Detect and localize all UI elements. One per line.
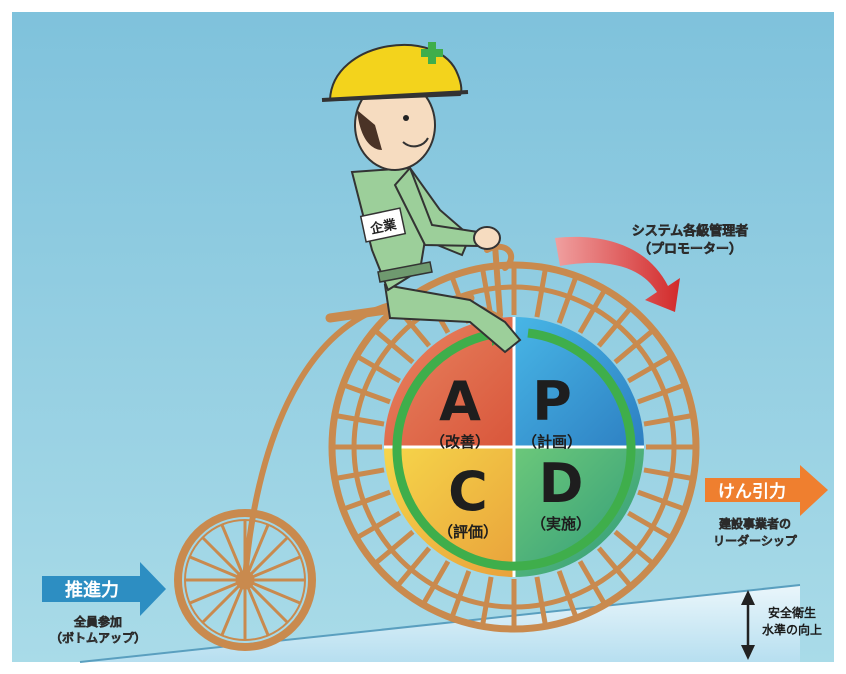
kenin-badge-text: けん引力 bbox=[718, 481, 786, 502]
promoter-label-2: （プロモーター） bbox=[638, 241, 742, 257]
wheel-spoke bbox=[613, 329, 654, 365]
armband-text: 企業 bbox=[368, 216, 399, 237]
safety-label-1: 安全衛生 bbox=[768, 605, 816, 620]
rider: 企業 bbox=[321, 42, 522, 354]
rider-hand bbox=[473, 226, 501, 250]
wheel-spoke bbox=[396, 546, 432, 587]
pdca-p-letter: P bbox=[532, 370, 572, 433]
wheel-spoke bbox=[374, 529, 415, 565]
armband bbox=[359, 207, 407, 243]
wheel-spoke bbox=[556, 570, 578, 617]
wheel-spoke bbox=[480, 269, 494, 318]
wheel-spoke bbox=[577, 289, 607, 334]
wheel-spoke bbox=[336, 467, 385, 481]
wheel-spoke bbox=[627, 510, 672, 540]
pdca-d-label: （実施） bbox=[531, 515, 591, 533]
wheel-spoke bbox=[336, 413, 385, 427]
rider-mouth bbox=[402, 137, 429, 148]
wheel-spoke bbox=[643, 413, 692, 427]
promoter-label-1: システム各級管理者 bbox=[632, 223, 749, 239]
wheel-spoke bbox=[421, 560, 451, 605]
rider-legs bbox=[383, 283, 522, 354]
rider-belt bbox=[377, 261, 433, 283]
quadrant-c bbox=[384, 447, 514, 577]
wheel-spoke bbox=[344, 489, 391, 511]
wheel-spoke bbox=[637, 383, 684, 405]
wheel-spoke bbox=[534, 576, 548, 625]
promoter-arrow bbox=[555, 236, 680, 312]
wheel-spoke bbox=[356, 354, 401, 384]
wheel-spoke bbox=[480, 576, 494, 625]
wheel-spoke bbox=[450, 570, 472, 617]
safety-label-2: 水準の向上 bbox=[762, 622, 822, 637]
quadrant-p bbox=[514, 317, 644, 447]
pdca-d-letter: D bbox=[539, 452, 584, 515]
suishin-label-2: （ボトムアップ） bbox=[50, 630, 146, 645]
wheel-spoke bbox=[356, 510, 401, 540]
wheel-spoke bbox=[556, 277, 578, 324]
wheel-spoke bbox=[577, 560, 607, 605]
rider-torso bbox=[350, 166, 472, 292]
large-wheel bbox=[328, 261, 700, 633]
kenin-label-1: 建設事業者の bbox=[718, 516, 791, 531]
suishin-label-1: 全員参加 bbox=[73, 614, 122, 629]
quadrant-a bbox=[384, 317, 514, 447]
cycle-arrow bbox=[392, 328, 636, 571]
safety-level-arrow bbox=[741, 590, 755, 660]
wheel-spoke bbox=[596, 307, 632, 348]
helmet-cross bbox=[421, 42, 443, 64]
wheel-spoke bbox=[643, 467, 692, 481]
suishin-badge: 推進力 bbox=[42, 562, 166, 616]
suishin-badge-text: 推進力 bbox=[65, 579, 119, 601]
wheel-spoke bbox=[596, 546, 632, 587]
pdca-a-letter: A bbox=[439, 370, 481, 433]
wheel-spoke bbox=[627, 354, 672, 384]
wheel-spoke bbox=[344, 383, 391, 405]
kenin-badge: けん引力 bbox=[705, 465, 828, 516]
quadrant-d bbox=[514, 447, 644, 577]
rider-eye bbox=[403, 115, 409, 121]
helmet-brim bbox=[321, 90, 469, 102]
slope-edge bbox=[79, 584, 801, 663]
pdca-cycle: A （改善） P （計画） C （評価） D （実施） bbox=[384, 317, 644, 577]
wheel-spoke bbox=[637, 489, 684, 511]
pdca-c-letter: C bbox=[448, 460, 488, 523]
wheel-spoke bbox=[374, 329, 415, 365]
pdca-c-label: （評価） bbox=[438, 523, 498, 541]
rider-hair bbox=[357, 110, 382, 150]
kenin-label-2: リーダーシップ bbox=[713, 533, 798, 548]
wheel-spoke bbox=[534, 269, 548, 318]
pdca-a-label: （改善） bbox=[430, 433, 490, 451]
wheel-spoke bbox=[613, 529, 654, 565]
pdca-p-label: （計画） bbox=[522, 433, 582, 451]
